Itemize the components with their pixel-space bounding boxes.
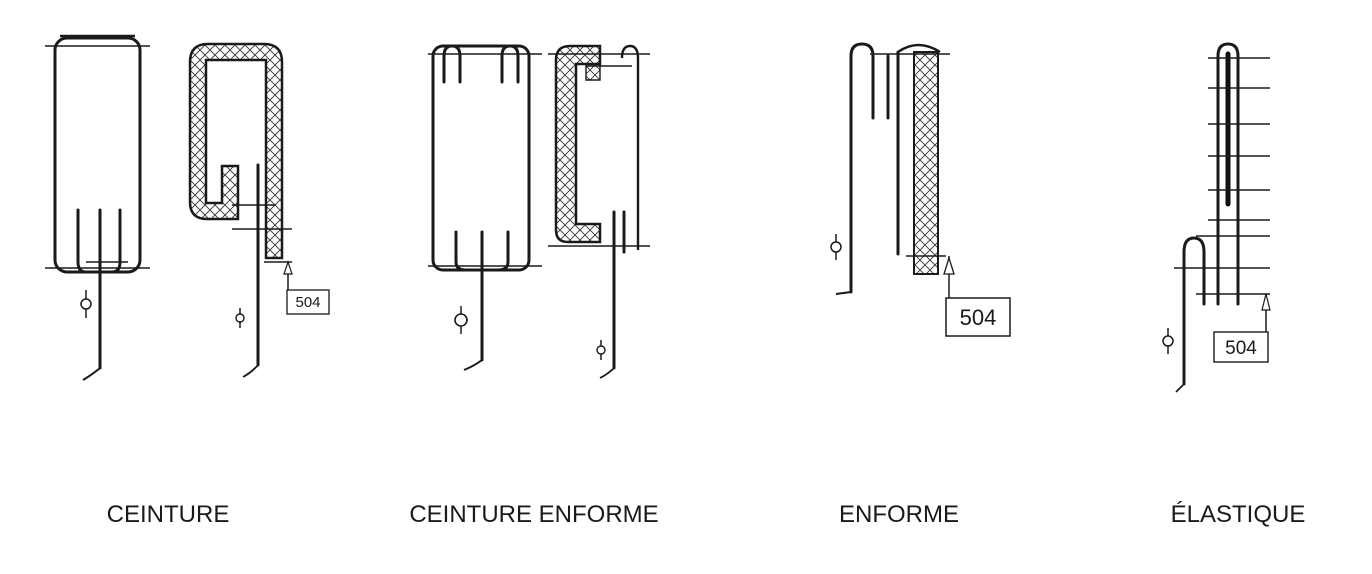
- stitch-code-label: 504: [295, 294, 320, 311]
- thread-symbol: [830, 234, 842, 260]
- thread-symbol: [235, 308, 245, 328]
- stitch-code-label: 504: [960, 305, 997, 330]
- thread-symbol: [80, 290, 92, 318]
- panel-enforme: 504 ENFORME: [830, 42, 1011, 528]
- facing-fold: [835, 42, 950, 295]
- waistband-fold: [428, 44, 542, 371]
- caption-elastique: ÉLASTIQUE: [1171, 501, 1306, 528]
- thread-symbol: [454, 306, 468, 334]
- panel-ceinture: 504 CEINTURE: [45, 34, 330, 528]
- panel-elastique: 504 ÉLASTIQUE: [1162, 42, 1306, 528]
- stitch-callout: 504: [283, 260, 330, 315]
- caption-enforme: ENFORME: [839, 501, 959, 528]
- stitch-callout: 504: [1213, 293, 1271, 363]
- panel-ceinture-enforme: CEINTURE ENFORME: [409, 44, 659, 528]
- lining-hatched-fold: [188, 42, 292, 378]
- thread-symbol: [1162, 328, 1174, 354]
- elastic-channel: [1174, 42, 1270, 393]
- caption-ceinture-enforme: CEINTURE ENFORME: [409, 501, 658, 528]
- thread-symbol: [596, 340, 606, 360]
- stitch-callout: 504: [943, 255, 1011, 337]
- caption-ceinture: CEINTURE: [107, 501, 230, 528]
- stitch-code-label: 504: [1225, 338, 1257, 359]
- lining-hatched-fold: [548, 44, 650, 379]
- waistband-fold: [45, 34, 150, 381]
